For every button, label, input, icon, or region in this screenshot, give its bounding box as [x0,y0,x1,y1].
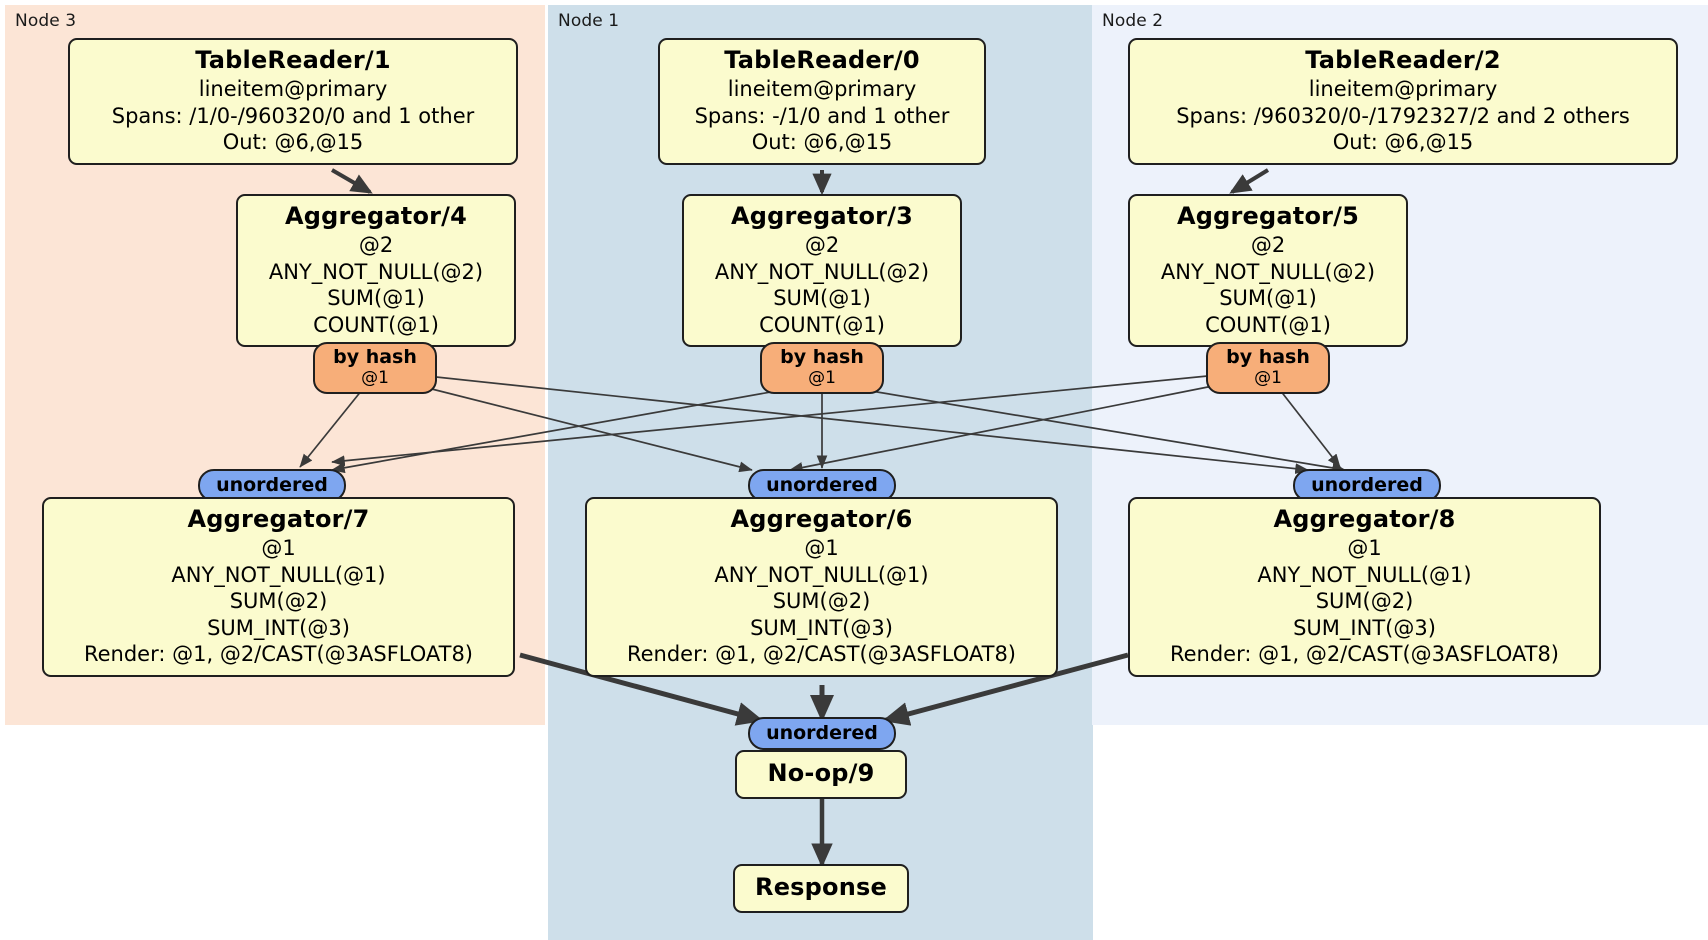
processor-line: @2 [358,233,394,258]
processor-line: ANY_NOT_NULL(@2) [714,259,930,284]
processor-line: SUM(@2) [772,589,871,614]
processor-line: @2 [1250,233,1286,258]
processor-line: ANY_NOT_NULL(@2) [1160,259,1376,284]
processor-line: @1 [1347,536,1382,561]
processor-title: Aggregator/6 [730,505,913,533]
processor-line: @1 [804,536,839,561]
processor-title: TableReader/2 [1305,46,1501,74]
processor-line: Render: @1, @2/CAST(@3ASFLOAT8) [83,642,474,667]
router-title: by hash [780,346,864,368]
router-title: unordered [216,474,328,496]
processor-line: Spans: /960320/0-/1792327/2 and 2 others [1176,103,1630,128]
router-by-hash-node2[interactable]: by hash @1 [1206,342,1330,394]
processor-line: ANY_NOT_NULL(@1) [1257,562,1472,587]
node-panel-label-node2: Node 2 [1102,11,1164,31]
processor-response[interactable]: Response [733,864,909,914]
processor-table-reader-1[interactable]: TableReader/1 lineitem@primary Spans: /1… [68,38,518,165]
processor-line: lineitem@primary [1308,77,1498,102]
router-unordered-node1[interactable]: unordered [748,469,896,502]
processor-title: Aggregator/3 [730,202,914,230]
processor-title: Response [755,873,887,901]
processor-aggregator-7[interactable]: Aggregator/7 @1 ANY_NOT_NULL(@1) SUM(@2)… [42,497,515,677]
processor-line: SUM(@1) [773,286,871,311]
processor-title: Aggregator/7 [187,505,370,533]
processor-line: SUM(@2) [1315,589,1414,614]
processor-line: Render: @1, @2/CAST(@3ASFLOAT8) [626,642,1017,667]
processor-line: Out: @6,@15 [222,130,364,155]
router-title: unordered [766,474,878,496]
router-title: by hash [1226,346,1310,368]
processor-line: ANY_NOT_NULL(@2) [268,259,484,284]
node-panel-label-node3: Node 3 [15,11,77,31]
router-title: by hash [333,346,417,368]
processor-title: Aggregator/4 [284,202,468,230]
processor-table-reader-2[interactable]: TableReader/2 lineitem@primary Spans: /9… [1128,38,1678,165]
router-by-hash-node1[interactable]: by hash @1 [760,342,884,394]
router-title: unordered [766,722,878,744]
processor-line: COUNT(@1) [759,312,885,337]
processor-line: ANY_NOT_NULL(@1) [714,562,929,587]
processor-aggregator-5[interactable]: Aggregator/5 @2 ANY_NOT_NULL(@2) SUM(@1)… [1128,194,1408,348]
processor-line: Spans: -/1/0 and 1 other [694,103,950,128]
processor-line: COUNT(@1) [1205,312,1331,337]
processor-line: Out: @6,@15 [751,130,893,155]
processor-line: SUM_INT(@3) [207,615,350,640]
processor-line: lineitem@primary [198,77,388,102]
processor-aggregator-4[interactable]: Aggregator/4 @2 ANY_NOT_NULL(@2) SUM(@1)… [236,194,516,348]
processor-title: No-op/9 [767,759,875,787]
processor-line: @2 [804,233,840,258]
node-panel-label-node1: Node 1 [558,11,620,31]
processor-line: COUNT(@1) [313,312,439,337]
router-by-hash-node3[interactable]: by hash @1 [313,342,437,394]
processor-line: SUM(@1) [327,286,425,311]
router-title: unordered [1311,474,1423,496]
processor-title: TableReader/1 [195,46,391,74]
processor-table-reader-0[interactable]: TableReader/0 lineitem@primary Spans: -/… [658,38,986,165]
router-subtitle: @1 [361,367,389,388]
processor-line: SUM(@2) [229,589,328,614]
processor-line: Out: @6,@15 [1332,130,1474,155]
processor-line: Render: @1, @2/CAST(@3ASFLOAT8) [1169,642,1560,667]
router-subtitle: @1 [808,367,836,388]
processor-noop-9[interactable]: No-op/9 [735,750,907,800]
processor-line: SUM_INT(@3) [750,615,893,640]
processor-aggregator-8[interactable]: Aggregator/8 @1 ANY_NOT_NULL(@1) SUM(@2)… [1128,497,1601,677]
processor-line: SUM_INT(@3) [1293,615,1436,640]
processor-line: lineitem@primary [727,77,917,102]
processor-title: Aggregator/8 [1273,505,1456,533]
router-unordered-final[interactable]: unordered [748,717,896,750]
processor-title: Aggregator/5 [1176,202,1360,230]
processor-line: @1 [261,536,296,561]
processor-line: ANY_NOT_NULL(@1) [171,562,386,587]
processor-aggregator-3[interactable]: Aggregator/3 @2 ANY_NOT_NULL(@2) SUM(@1)… [682,194,962,348]
router-subtitle: @1 [1254,367,1282,388]
processor-aggregator-6[interactable]: Aggregator/6 @1 ANY_NOT_NULL(@1) SUM(@2)… [585,497,1058,677]
processor-line: Spans: /1/0-/960320/0 and 1 other [111,103,475,128]
processor-title: TableReader/0 [724,46,920,74]
processor-line: SUM(@1) [1219,286,1317,311]
router-unordered-node3[interactable]: unordered [198,469,346,502]
